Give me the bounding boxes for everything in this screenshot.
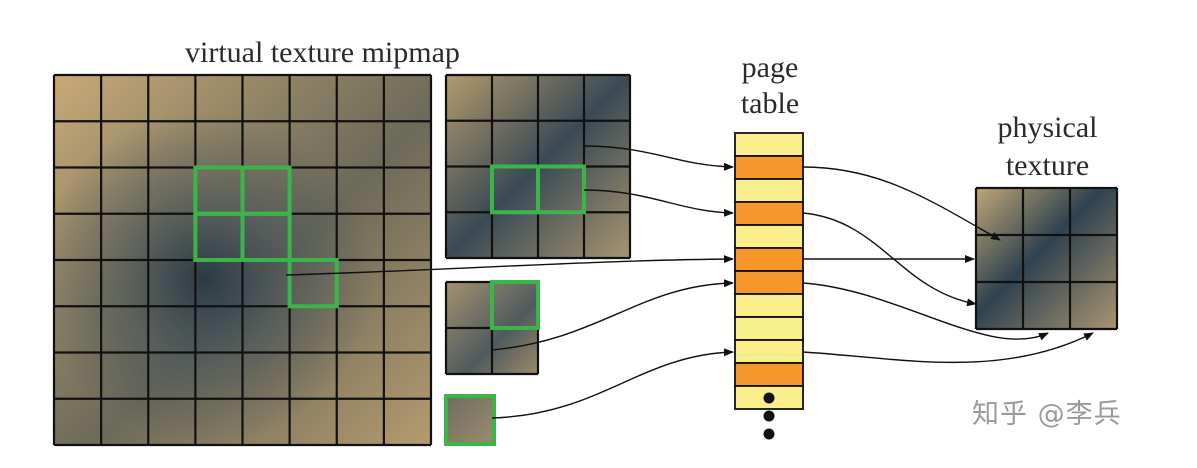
requested-tile-highlight [444,394,496,446]
physical-texture [974,186,1119,331]
page-table-label-line1: page [741,51,799,84]
page-table-entry [734,339,804,364]
more-dot [763,410,775,422]
arrow-table-3-to-phys [802,212,977,307]
page-table-entry [734,132,804,157]
page-table-label-line2: table [740,87,800,120]
mip-level-3 [444,394,496,446]
mapping-arrows [285,145,1094,419]
arrow-table-6-to-phys [802,282,1049,341]
arrow-l1-b-to-table [583,189,734,217]
page-table-entry [734,293,804,318]
mip-level-3-texture [446,396,494,444]
requested-tile-highlight [490,280,540,330]
arrow-table-10-to-phys [802,332,1094,364]
page-table-entry [734,316,804,341]
physical-texture-label-line1: physical [997,111,1098,144]
mip-level-2 [444,280,540,376]
physical-texture-image [976,188,1117,329]
arrow-l0-to-table [285,255,734,276]
page-table-entry [734,178,804,203]
requested-tile-highlight [240,211,292,262]
page-table-entry [734,224,804,249]
arrow-l3-to-table [491,348,734,419]
mip-level-0 [52,73,433,447]
page-table-entry [734,362,804,387]
mip-level-3-highlights [444,394,496,446]
arrow-l1-a-to-table [583,145,734,171]
page-table-more-dots [763,392,775,440]
arrow-table-1-to-phys [802,166,1001,241]
more-dot [763,428,775,440]
physical-texture-label-line2: texture [1005,149,1090,182]
arrow-l2-to-table [491,279,734,351]
page-table-entry [734,247,804,272]
more-dot [763,392,775,404]
page-table-entry [734,201,804,226]
mip-level-2-highlights [490,280,540,330]
watermark-text: 知乎 @李兵 [972,399,1122,430]
page-table-entry [734,155,804,180]
requested-tile-highlight [287,258,339,309]
page-table [734,132,804,410]
mip-level-0-highlights [193,165,339,309]
mip-level-1 [444,73,632,260]
page-table-entry [734,270,804,295]
virtual-texture-mipmap-title: virtual texture mipmap [185,36,460,69]
